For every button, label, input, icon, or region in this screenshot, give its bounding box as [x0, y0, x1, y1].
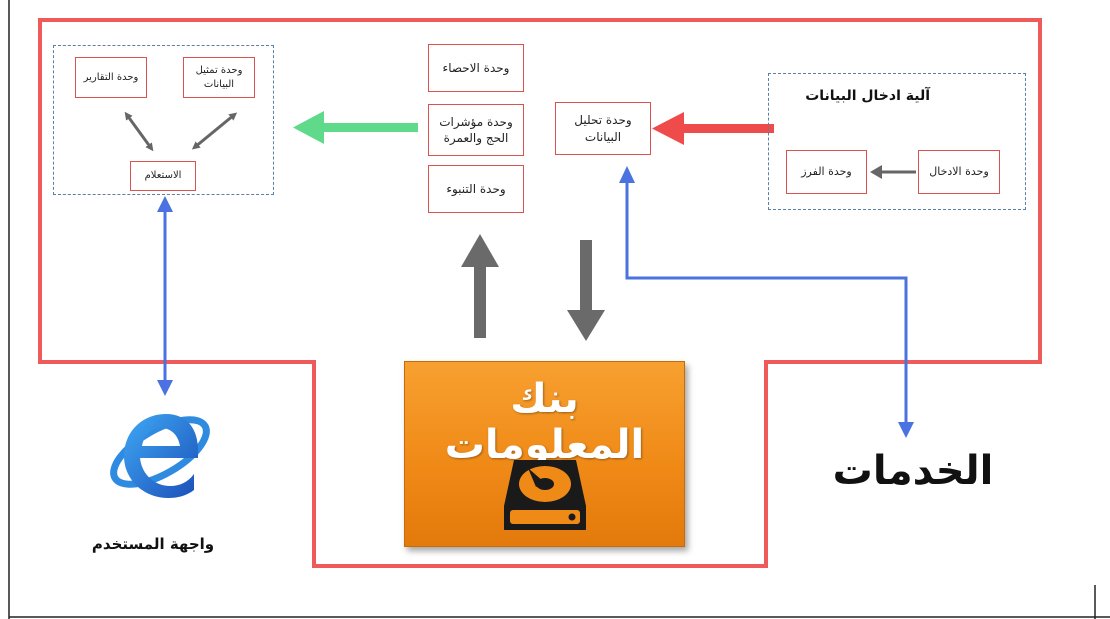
units-to-bank-arrow	[567, 240, 605, 341]
entry-unit-box: وحدة الادخال	[918, 150, 1000, 194]
visualization-unit-box: وحدة تمثيل البيانات	[183, 57, 255, 98]
hajj-umrah-indicators-unit-box: وحدة مؤشرات الحج والعمرة	[428, 104, 524, 156]
input-mechanism-title: آلية ادخال البيانات	[805, 88, 930, 104]
output-group	[53, 45, 274, 195]
analysis-unit-box: وحدة تحليل البيانات	[555, 102, 651, 155]
services-analysis-arrow	[619, 166, 914, 438]
reports-query-double-arrow	[124, 111, 154, 152]
system-boundary	[38, 18, 1042, 568]
reports-unit-box: وحدة التقارير	[75, 57, 147, 98]
bank-to-units-arrow	[461, 234, 499, 338]
red-arrow	[652, 112, 774, 145]
hard-drive-icon	[504, 460, 586, 530]
statistics-unit-box: وحدة الاحصاء	[428, 44, 524, 92]
sorting-unit-box: وحدة الفرز	[786, 150, 867, 194]
input-mechanism-group	[768, 73, 1026, 210]
internet-explorer-icon	[110, 414, 210, 498]
prediction-unit-box: وحدة التنبوء	[428, 165, 524, 213]
visualization-query-double-arrow	[191, 112, 238, 150]
query-unit-box: الاستعلام	[130, 161, 196, 191]
green-arrow	[293, 111, 418, 144]
services-label: الخدمات	[832, 448, 994, 494]
query-user-interface-arrow	[157, 196, 173, 396]
data-bank-block: بنك المعلومات	[404, 361, 685, 547]
user-interface-label: واجهة المستخدم	[91, 535, 215, 553]
entry-to-sorting-arrow	[870, 165, 916, 179]
